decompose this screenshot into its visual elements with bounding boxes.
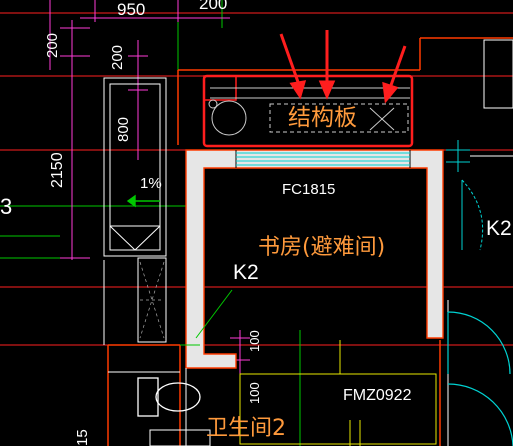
structural-slab-label: 结构板 [288,105,357,131]
arrow-pointer-icon [279,30,407,104]
dim-800-label: 800 [115,116,132,142]
slab-inner [208,87,410,136]
structural-slab-box [202,74,414,148]
slope-label: 1% [140,175,162,192]
k2-left-label: K2 [233,261,259,284]
frame-lines [103,260,187,446]
bathroom-label: 卫生间2 [206,416,286,441]
window-fc1815 [236,152,410,166]
dim-200-left-a-label: 200 [44,32,61,58]
dim-200-left-b-label: 200 [109,44,126,70]
grid-lines [0,0,301,446]
toilet-icon [137,377,201,417]
left-column-hatch [139,261,165,339]
room-study-label: 书房(避难间) [258,235,386,260]
left-column [103,77,167,343]
dim-15-label: 15 [74,429,91,446]
dim-100-a-label: 100 [247,330,262,352]
slope-arrow-icon [126,194,160,208]
dim-200-top-label: 200 [199,0,228,13]
k2-leader [180,289,233,346]
k2-right-label: K2 [486,217,512,240]
door-swing-arc-icon [447,311,513,446]
dim-950-label: 950 [117,0,146,19]
axis-3-label: 3 [0,194,13,219]
yellow-frames [239,340,437,446]
dim-2150-label: 2150 [49,152,66,188]
bathroom-fixtures [108,371,211,446]
dim-100-b-label: 100 [247,382,262,404]
dimension-lines [49,0,250,390]
wall-outlines [107,37,513,446]
window-code-label: FC1815 [282,181,336,198]
door-code-label: FMZ0922 [343,387,412,404]
right-window [446,140,513,251]
study-walls [185,149,444,369]
